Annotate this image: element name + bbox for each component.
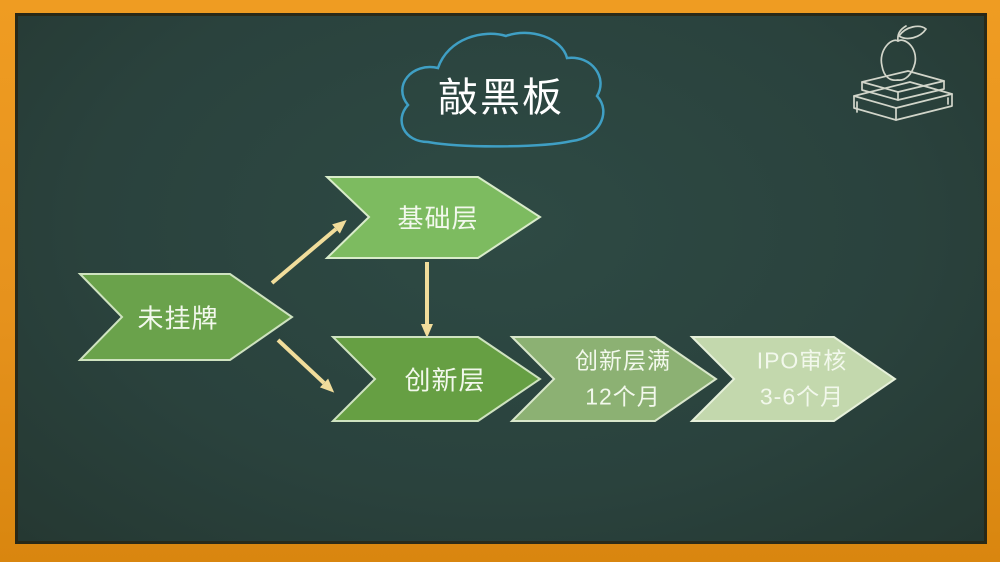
arrowhead-unlisted-to-basic (332, 219, 347, 234)
node-label-line2: 3-6个月 (759, 383, 845, 409)
node-label-innovation-12-months: 创新层满 12个月 (575, 343, 671, 414)
page-title: 敲黑板 (438, 76, 564, 120)
chevron-ipo-review (689, 336, 897, 422)
node-label-ipo-review: IPO审核 3-6个月 (757, 343, 848, 414)
arrowhead-unlisted-to-innovation (319, 378, 335, 393)
chevron-innovation-tier (330, 336, 542, 422)
chevron-shapes (77, 176, 897, 422)
connector-arrows (270, 219, 433, 393)
apple-books-sketch-icon (853, 25, 953, 121)
node-label-basic-tier: 基础层 (397, 203, 479, 234)
node-label-unlisted: 未挂牌 (137, 303, 219, 334)
node-label-innovation-tier: 创新层 (404, 365, 486, 396)
chevron-basic-tier (324, 176, 542, 259)
arrow-unlisted-to-basic (270, 227, 338, 285)
arrowhead-basic-to-innovation (421, 324, 433, 338)
cloud-outline-icon (400, 31, 605, 148)
chevron-innovation-12-months (509, 336, 718, 422)
chalkboard (15, 13, 987, 544)
node-label-line1: 创新层满 (575, 347, 671, 374)
chevron-unlisted (77, 273, 294, 361)
node-label-line2: 12个月 (585, 383, 661, 409)
arrow-unlisted-to-innovation (276, 338, 326, 385)
node-label-line1: IPO审核 (756, 347, 848, 374)
